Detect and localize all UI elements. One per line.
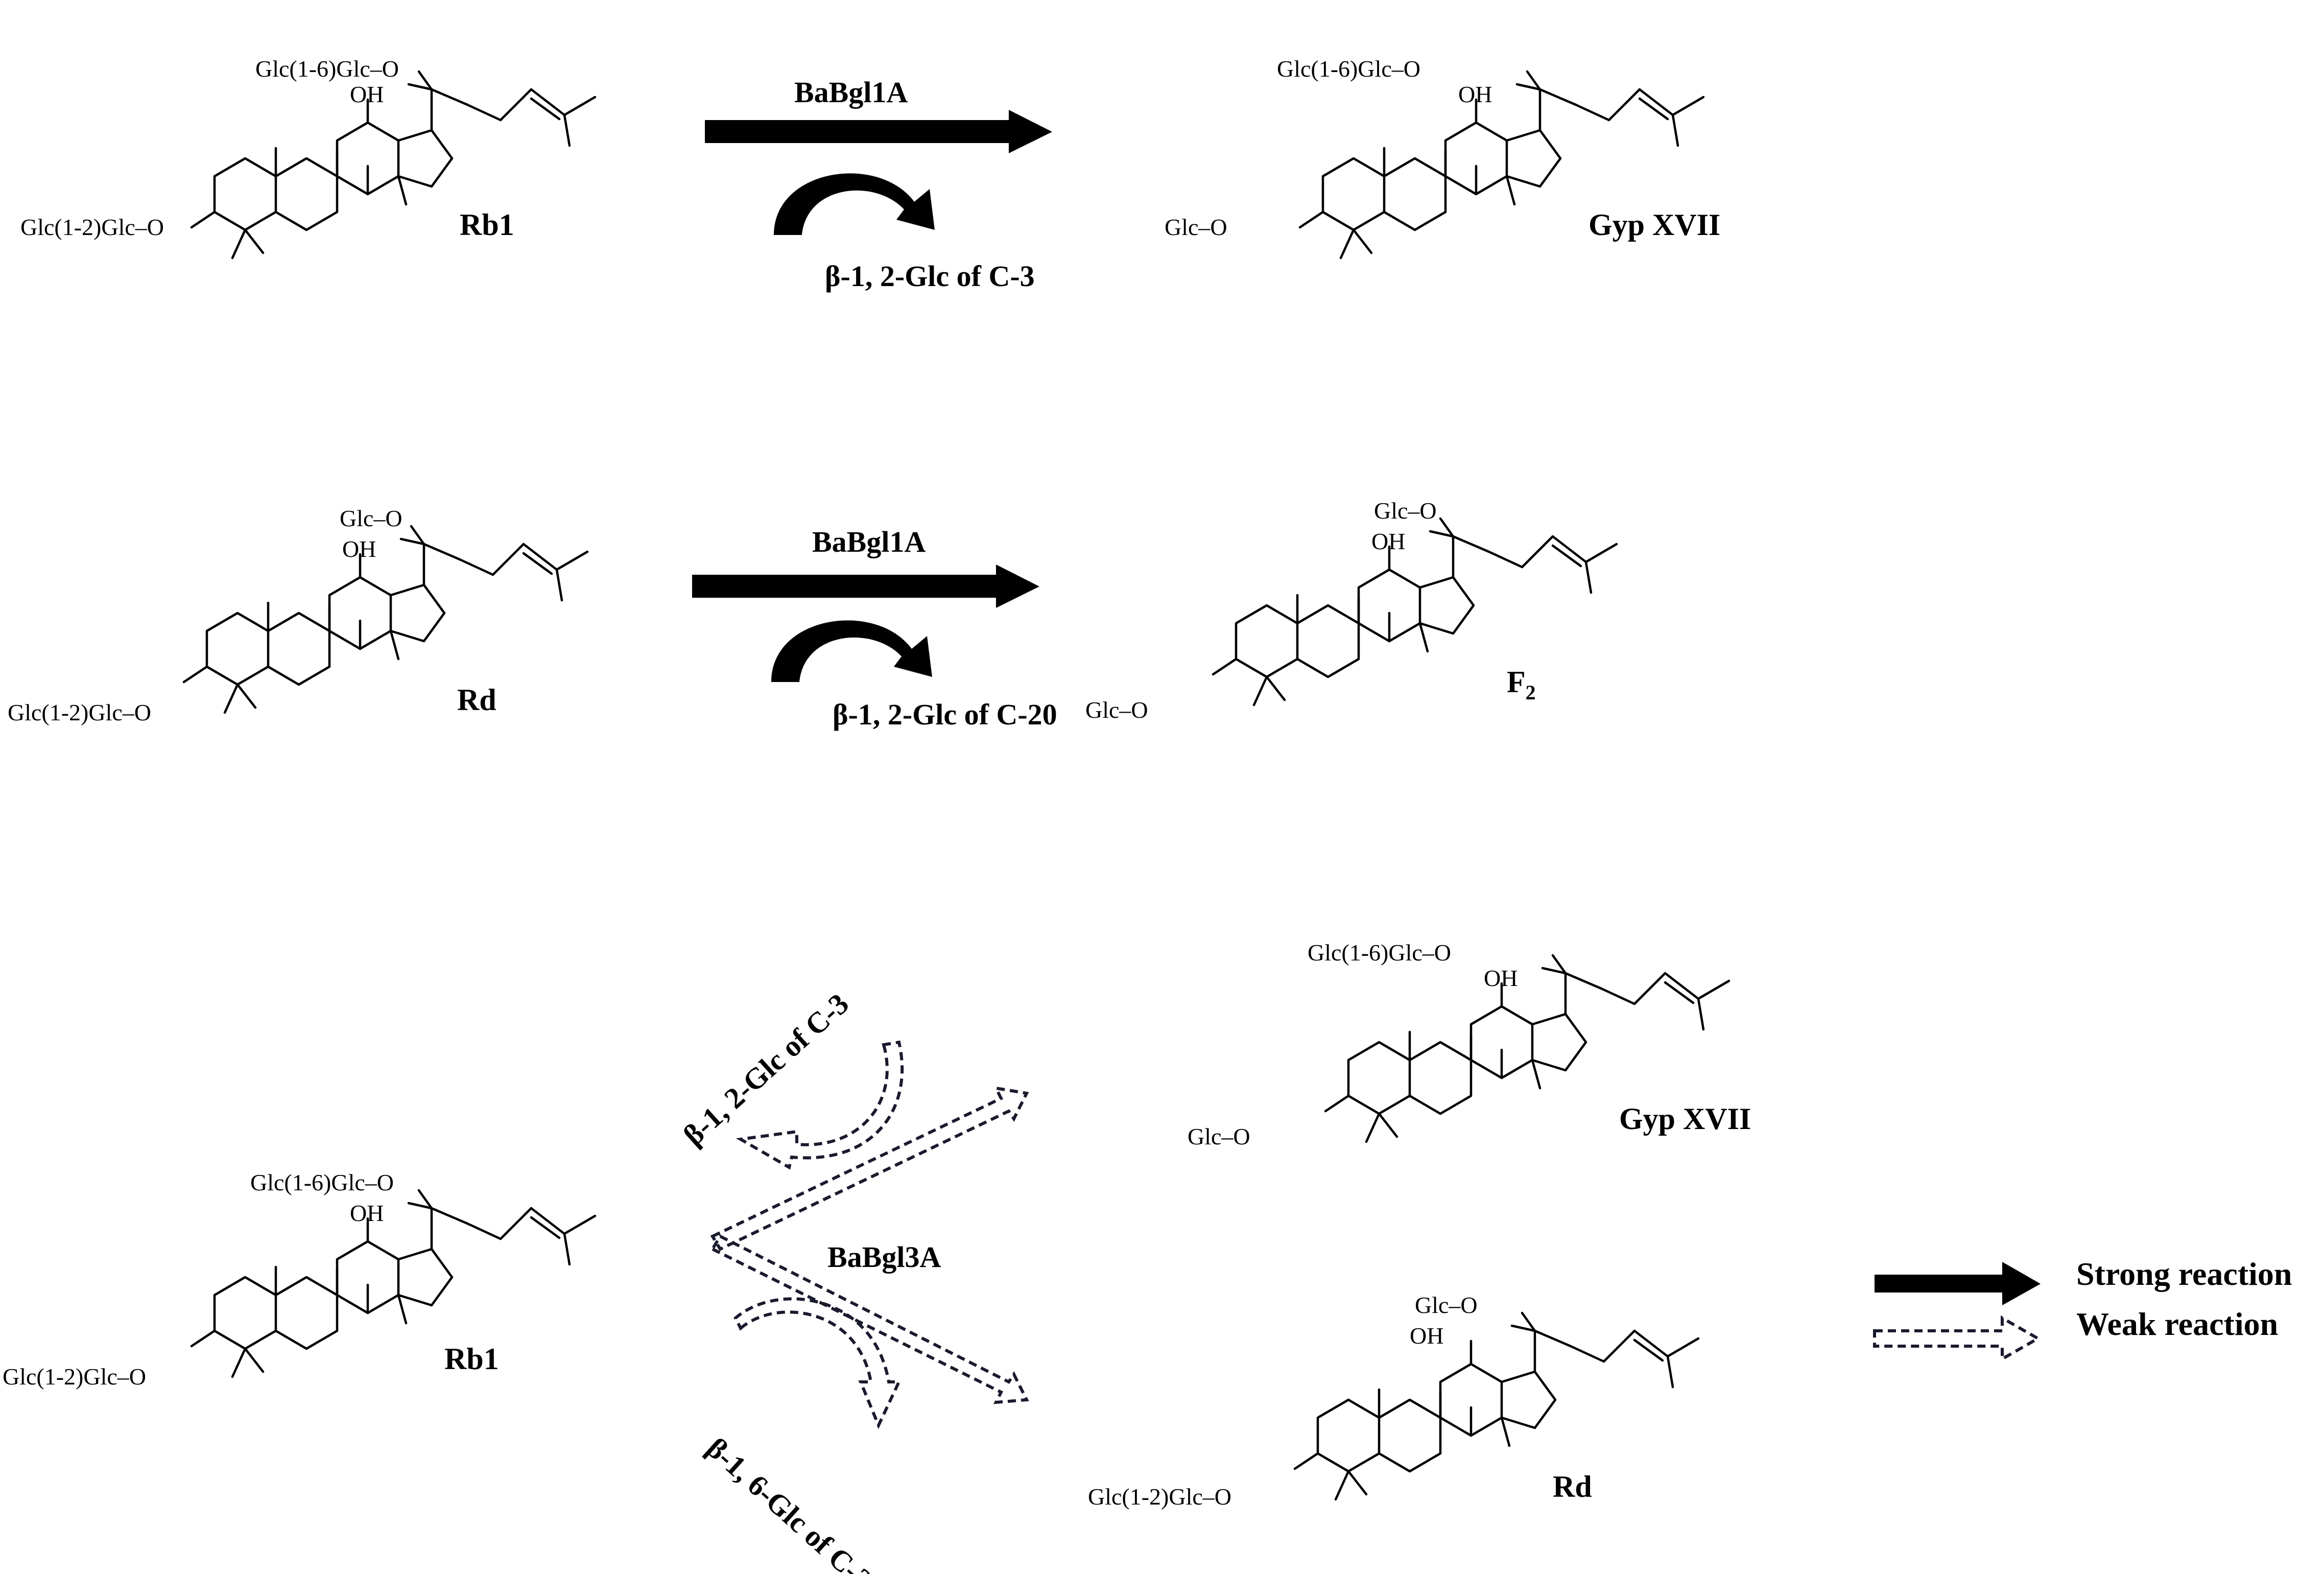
legend-weak-label: Weak reaction	[2076, 1306, 2278, 1342]
oh-label: OH	[350, 1200, 384, 1226]
legend-strong-arrow-icon	[1875, 1262, 2041, 1305]
c3-substituent: Glc(1-2)Glc–O	[20, 214, 164, 240]
molecule-rb1-top: Glc(1-6)Glc–O OH Glc(1-2)Glc–O Rb1	[20, 56, 595, 258]
molecule-name: F2	[1507, 665, 1536, 704]
legend-strong-label: Strong reaction	[2076, 1256, 2292, 1292]
weak-curved-arrow-down	[733, 1297, 902, 1429]
oh-label: OH	[350, 81, 384, 107]
c20-substituent: Glc(1-6)Glc–O	[250, 1169, 394, 1195]
c3-substituent: Glc(1-2)Glc–O	[8, 699, 151, 725]
c3-substituent: Glc(1-2)Glc–O	[3, 1364, 146, 1390]
oh-label: OH	[1410, 1323, 1443, 1349]
enzyme-label: BaBgl3A	[827, 1240, 941, 1274]
oh-label: OH	[342, 536, 376, 562]
molecule-rd-mid: Glc–O OH Glc(1-2)Glc–O Rd	[8, 505, 587, 725]
cleavage-label: β-1, 2-Glc of C-20	[833, 698, 1057, 731]
molecule-rd-bottom: Glc–O OH Glc(1-2)Glc–O Rd	[1088, 1292, 1698, 1510]
oh-label: OH	[1371, 528, 1405, 554]
molecule-name: Rb1	[460, 208, 514, 242]
molecule-f2: Glc–O OH Glc–O F2	[1085, 498, 1617, 723]
enzyme-label: BaBgl1A	[812, 525, 926, 558]
reaction-1-strong: BaBgl1A β-1, 2-Glc of C-3	[705, 76, 1052, 293]
cleavage-label-c3: β-1, 2-Glc of C-3	[677, 987, 855, 1152]
c20-substituent: Glc–O	[340, 505, 402, 531]
c3-substituent: Glc–O	[1085, 697, 1148, 723]
molecule-name: Rd	[1553, 1470, 1592, 1503]
molecule-name: Rd	[457, 683, 496, 717]
oh-label: OH	[1484, 965, 1517, 991]
cleavage-label: β-1, 2-Glc of C-3	[825, 260, 1035, 293]
c20-substituent: Glc–O	[1415, 1292, 1478, 1318]
strong-arrow	[705, 110, 1052, 153]
c20-substituent: Glc(1-6)Glc–O	[1308, 939, 1451, 966]
molecule-name: Gyp XVII	[1619, 1102, 1751, 1136]
reaction-2-strong: BaBgl1A β-1, 2-Glc of C-20	[692, 525, 1057, 731]
c20-substituent: Glc–O	[1374, 498, 1437, 524]
strong-arrow	[692, 565, 1039, 608]
c3-substituent: Glc(1-2)Glc–O	[1088, 1484, 1231, 1510]
weak-curved-arrow-up	[736, 1040, 904, 1170]
molecule-gyp-xvii-bottom: Glc(1-6)Glc–O OH Glc–O Gyp XVII	[1188, 939, 1751, 1149]
cleavage-label-c20: β-1, 6-Glc of C-20	[700, 1431, 889, 1574]
legend-weak-arrow-icon	[1873, 1315, 2042, 1362]
weak-branch-arrow-up	[710, 1086, 1029, 1251]
weak-branch-arrow-down	[710, 1234, 1029, 1404]
enzyme-label: BaBgl1A	[794, 76, 908, 109]
reaction-3-weak: BaBgl3A β-1, 2-Glc of C-3 β-1, 6-Glc of …	[677, 987, 1029, 1574]
c20-substituent: Glc(1-6)Glc–O	[1277, 56, 1420, 82]
molecule-name: Rb1	[444, 1342, 499, 1376]
molecule-gyp-xvii-top: Glc(1-6)Glc–O OH Glc–O Gyp XVII	[1165, 56, 1720, 258]
oh-label: OH	[1458, 81, 1492, 107]
curved-arrow	[771, 620, 932, 682]
molecule-rb1-bottom: Glc(1-6)Glc–O OH Glc(1-2)Glc–O Rb1	[3, 1169, 595, 1390]
c3-substituent: Glc–O	[1165, 214, 1227, 240]
molecule-name: Gyp XVII	[1588, 208, 1720, 242]
curved-arrow	[774, 173, 935, 235]
c3-substituent: Glc–O	[1188, 1123, 1250, 1149]
legend: Strong reaction Weak reaction	[1873, 1256, 2292, 1362]
c20-substituent: Glc(1-6)Glc–O	[255, 56, 399, 82]
